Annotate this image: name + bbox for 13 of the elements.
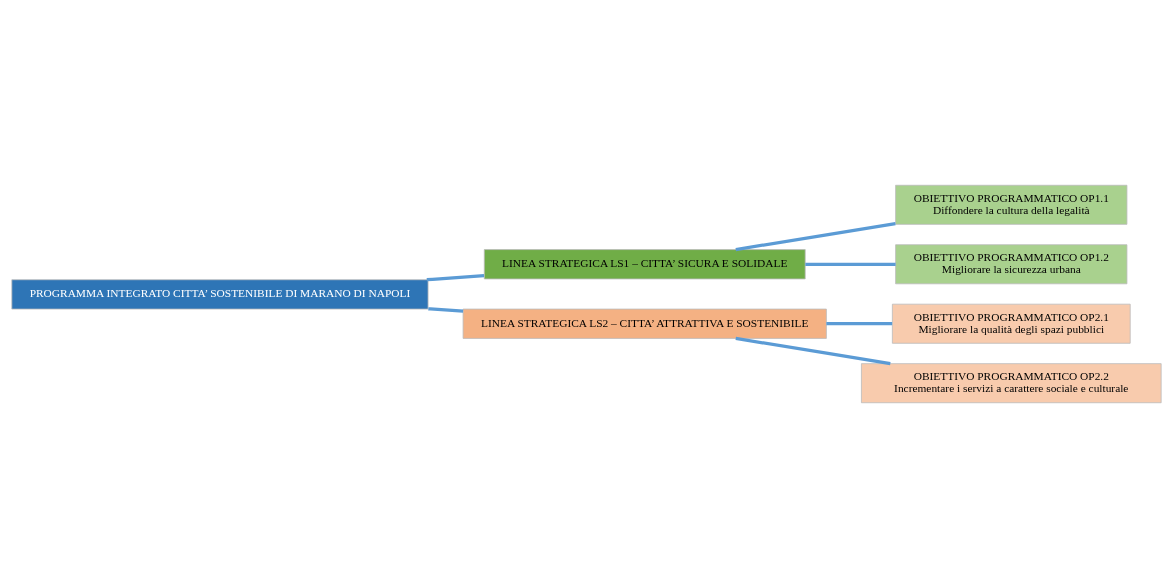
node-box: OBIETTIVO PROGRAMMATICO OP1.1 Diffondere la cultura della legalità [895,184,1128,225]
node-box: OBIETTIVO PROGRAMMATICO OP2.2 Incrementare i servizi a carattere sociale e culturale [861,363,1162,404]
connector [735,221,896,252]
node-box: LINEA STRATEGICA LS2 – CITTA’ ATTRATTIVA E SOSTENIBILE [462,308,827,339]
connector [428,307,464,313]
node-box: OBIETTIVO PROGRAMMATICO OP1.2 Migliorare la sicurezza urbana [895,244,1128,285]
node-box: OBIETTIVO PROGRAMMATICO OP2.1 Migliorare la qualità degli spazi pubblici [891,303,1131,344]
connector [426,274,485,282]
node-box: LINEA STRATEGICA LS1 – CITTA’ SICURA E SOLIDALE [483,249,806,280]
connector [735,336,891,366]
node-box: PROGRAMMA INTEGRATO CITTA’ SOSTENIBILE DI MARANO DI NAPOLI [11,279,429,310]
connector [826,322,893,326]
connector [805,262,896,266]
